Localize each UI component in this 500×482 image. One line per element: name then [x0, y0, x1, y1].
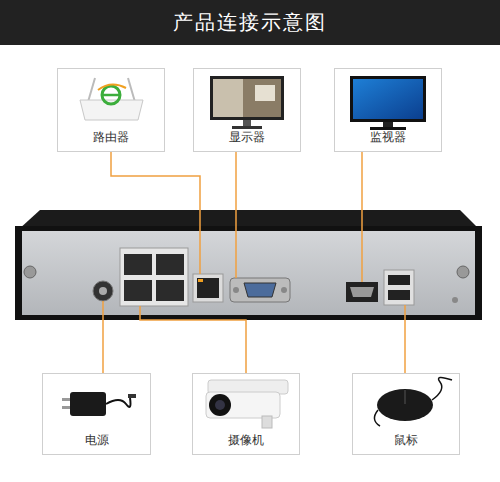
- device-box: 摄像机: [192, 373, 300, 455]
- device-label: 电源: [85, 432, 109, 449]
- device-label: 显示器: [229, 129, 265, 146]
- router-icon: [80, 78, 143, 120]
- display-icon: [210, 76, 284, 129]
- device-box: 监视器: [334, 68, 442, 152]
- device-label: 鼠标: [394, 432, 418, 449]
- device-label: 摄像机: [228, 432, 264, 449]
- device-box: 鼠标: [352, 373, 460, 455]
- nvr-device: [15, 210, 482, 320]
- device-label: 监视器: [370, 129, 406, 146]
- leader-lines: [103, 152, 405, 373]
- device-box: 路由器: [57, 68, 165, 152]
- device-box: 电源: [42, 373, 151, 455]
- power-adapter-icon: [62, 392, 136, 416]
- camera-icon: [206, 380, 288, 428]
- mouse-icon: [374, 377, 452, 426]
- device-label: 路由器: [93, 129, 129, 146]
- title-band: [0, 0, 500, 45]
- device-box: 显示器: [193, 68, 301, 152]
- diagram-title: 产品连接示意图: [0, 0, 500, 45]
- monitor-icon: [350, 76, 426, 130]
